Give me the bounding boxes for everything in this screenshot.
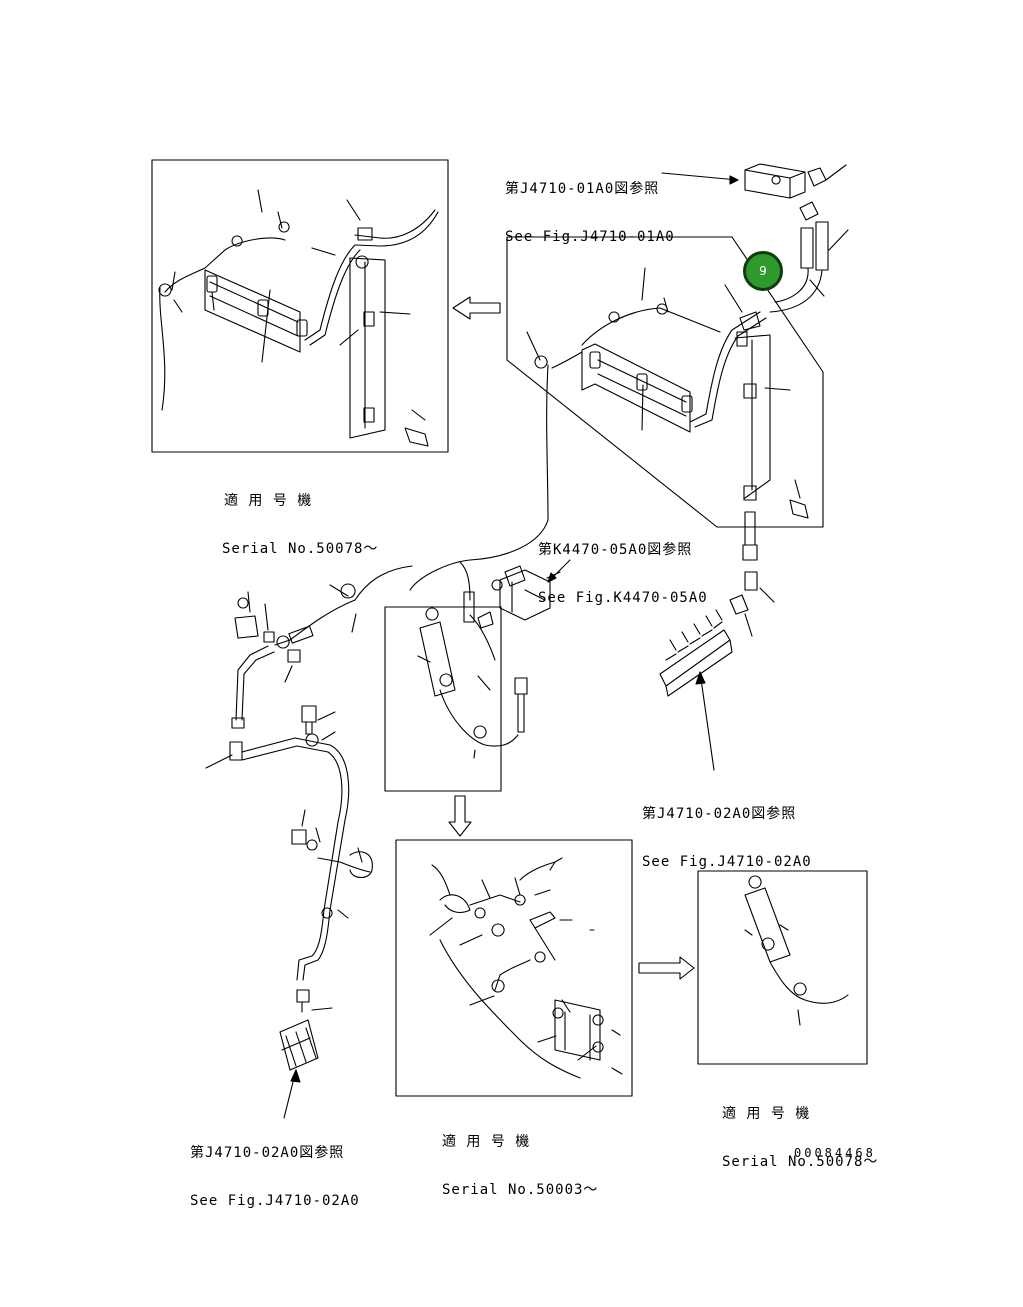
lower-left-run: [205, 705, 373, 1119]
callout-serial-bottom-center: 適 用 号 機 Serial No.50003～: [442, 1102, 598, 1214]
callout-serial-bottom-right-ja: 適 用 号 機: [722, 1106, 811, 1122]
bottom-right-detail-parts: [744, 875, 849, 1026]
callout-serial-bottom-center-ja: 適 用 号 機: [442, 1134, 531, 1150]
callout-j4710-01a0-en: See Fig.J4710-01A0: [505, 229, 675, 245]
callout-serial-top-left: 適 用 号 機 Serial No.50078～: [222, 461, 378, 573]
assembly-boundary: [506, 236, 824, 528]
arrow-right: [638, 956, 695, 980]
callout-k4470-05a0: 第K4470-05A0図参照 See Fig.K4470-05A0: [538, 510, 708, 622]
callout-k4470-05a0-en: See Fig.K4470-05A0: [538, 590, 708, 606]
callout-serial-top-left-ja: 適 用 号 機: [224, 493, 313, 509]
main-assembly-parts: [526, 267, 809, 561]
arrow-left: [452, 296, 501, 320]
detail-top-left-parts: [158, 189, 439, 447]
center-detail-parts: [417, 607, 528, 759]
callout-k4470-05a0-ja: 第K4470-05A0図参照: [538, 542, 693, 558]
callout-serial-bottom-right-en: Serial No.50078～: [722, 1154, 879, 1170]
detail-frame-top-left: [151, 159, 449, 453]
detail-frame-bottom-right: [697, 870, 868, 1065]
callout-j4710-02a0-left-en: See Fig.J4710-02A0: [190, 1193, 360, 1209]
callout-j4710-02a0-right-ja: 第J4710-02A0図参照: [642, 806, 797, 822]
callout-serial-bottom-right: 適 用 号 機 Serial No.50078～: [722, 1074, 878, 1186]
callout-serial-top-left-en: Serial No.50078～: [222, 541, 379, 557]
callout-j4710-02a0-left-ja: 第J4710-02A0図参照: [190, 1145, 345, 1161]
document-number: 00084468: [794, 1146, 876, 1160]
item-marker-9[interactable]: 9: [743, 251, 783, 291]
callout-j4710-02a0-left: 第J4710-02A0図参照 See Fig.J4710-02A0: [190, 1113, 360, 1225]
arrow-down: [448, 795, 472, 837]
callout-j4710-01a0-ja: 第J4710-01A0図参照: [505, 181, 660, 197]
callout-j4710-02a0-right-en: See Fig.J4710-02A0: [642, 854, 812, 870]
callout-j4710-01a0: 第J4710-01A0図参照 See Fig.J4710-01A0: [505, 149, 675, 261]
left-hose-run: [231, 583, 357, 729]
callout-serial-bottom-center-en: Serial No.50003～: [442, 1182, 599, 1198]
right-manifold: [659, 571, 775, 771]
callout-j4710-02a0-right: 第J4710-02A0図参照 See Fig.J4710-02A0: [642, 774, 812, 886]
detail-frame-bottom-center: [395, 839, 633, 1097]
valve-assembly: [354, 519, 571, 629]
detail-frame-center: [384, 606, 502, 792]
bottom-center-detail-parts: [429, 857, 623, 1079]
top-fitting-block: [661, 163, 849, 313]
